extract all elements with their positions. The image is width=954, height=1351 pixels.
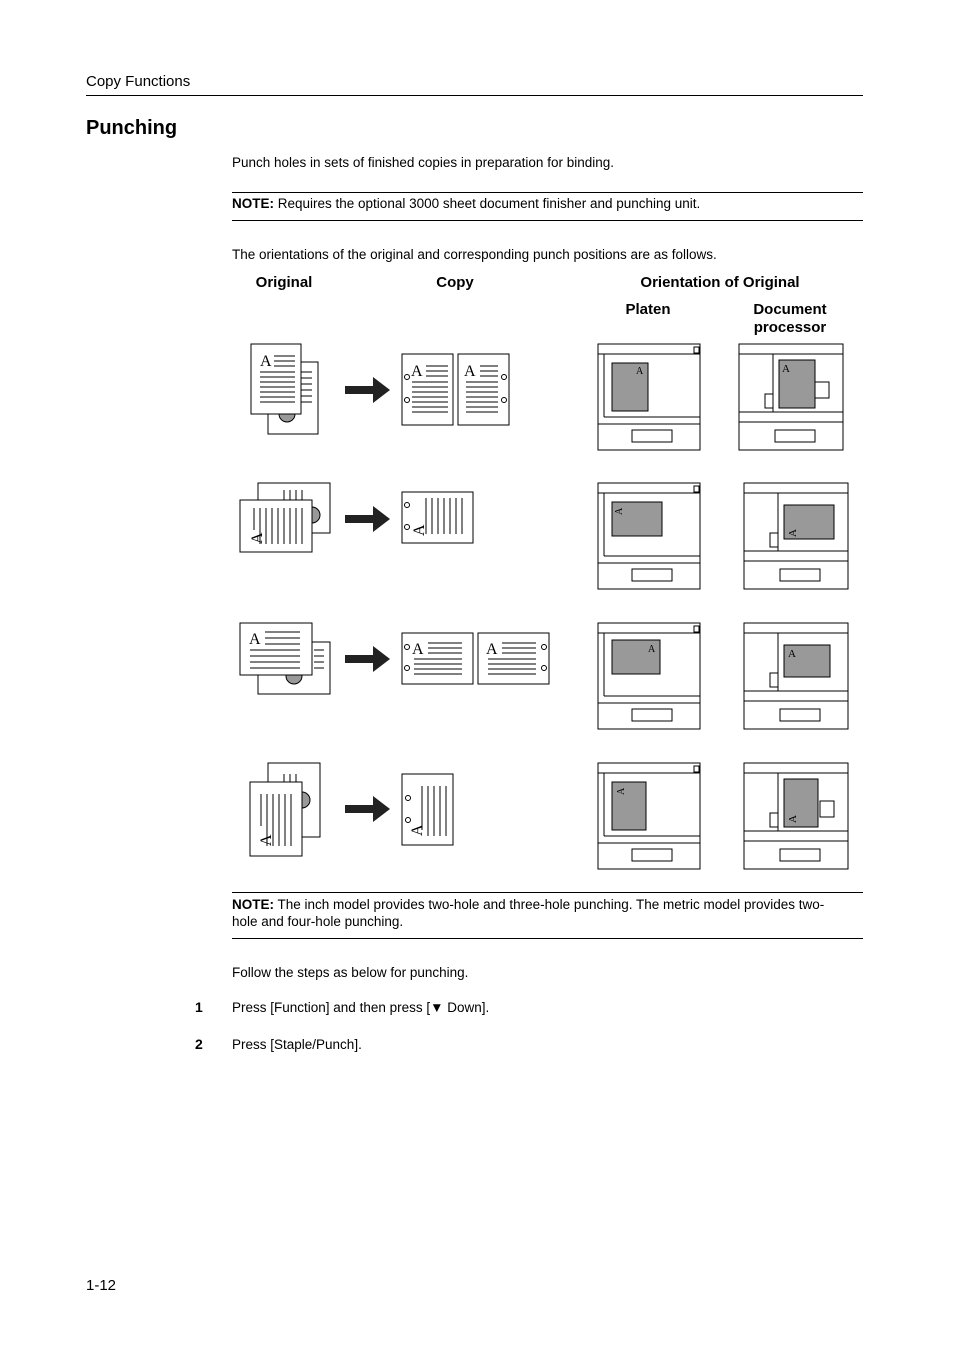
note1-label: NOTE: xyxy=(232,196,274,211)
letter-a: A xyxy=(412,641,424,658)
col-original: Original xyxy=(255,274,313,291)
step-number: 1 xyxy=(195,999,203,1015)
intro-text: Punch holes in sets of finished copies i… xyxy=(232,155,614,170)
letter-a: A xyxy=(648,644,656,655)
letter-a: A xyxy=(787,815,799,823)
letter-a: A xyxy=(249,532,266,544)
col-copy: Copy xyxy=(436,274,474,291)
note2-label: NOTE: xyxy=(232,897,274,912)
col-orientation: Orientation of Original xyxy=(640,274,800,291)
col-docproc-line2: processor xyxy=(753,319,827,336)
document-processor-placement-icon: A xyxy=(743,762,849,870)
note1-text: Requires the optional 3000 sheet documen… xyxy=(274,196,701,211)
letter-a: A xyxy=(636,366,644,377)
orientation-intro: The orientations of the original and cor… xyxy=(232,247,717,262)
letter-a: A xyxy=(614,507,625,515)
follow-text: Follow the steps as below for punching. xyxy=(232,965,469,980)
letter-a: A xyxy=(788,648,796,660)
document-processor-placement-icon: A xyxy=(738,343,844,451)
page-number: 1-12 xyxy=(86,1277,117,1294)
copy-landscape-rotated-icon: A xyxy=(401,491,474,544)
letter-a: A xyxy=(486,641,498,658)
col-platen: Platen xyxy=(625,301,671,318)
platen-placement-icon: A xyxy=(597,482,701,590)
letter-a: A xyxy=(782,363,790,375)
note2-top-rule xyxy=(232,892,863,893)
letter-a: A xyxy=(260,353,272,370)
letter-a: A xyxy=(411,363,423,380)
copy-portrait-pair-icon: A A xyxy=(401,353,510,426)
col-document-processor: Document processor xyxy=(730,301,850,337)
platen-placement-icon: A xyxy=(597,622,701,730)
arrow-right-icon xyxy=(345,377,390,403)
step-text: Press [Staple/Punch]. xyxy=(232,1037,362,1052)
note1-top-rule xyxy=(232,192,863,193)
note2: NOTE: The inch model provides two-hole a… xyxy=(232,896,847,930)
note2-text: The inch model provides two-hole and thr… xyxy=(232,897,825,929)
arrow-right-icon xyxy=(345,796,390,822)
page-title: Punching xyxy=(86,117,178,139)
note2-bottom-rule xyxy=(232,938,863,939)
letter-a: A xyxy=(787,529,799,537)
platen-placement-icon: A xyxy=(597,762,701,870)
copy-portrait-rotated-icon: A xyxy=(401,773,454,846)
document-processor-placement-icon: A xyxy=(743,482,849,590)
arrow-right-icon xyxy=(345,506,390,532)
letter-a: A xyxy=(616,787,627,795)
note1: NOTE: Requires the optional 3000 sheet d… xyxy=(232,195,863,212)
section-header: Copy Functions xyxy=(86,73,191,90)
letter-a: A xyxy=(249,631,261,648)
header-rule xyxy=(86,95,863,96)
letter-a: A xyxy=(258,834,275,846)
copy-landscape-pair-icon: A A xyxy=(401,632,550,685)
original-landscape-icon: A xyxy=(239,622,331,695)
platen-placement-icon: A xyxy=(597,343,701,451)
note1-bottom-rule xyxy=(232,220,863,221)
original-landscape-rotated-icon: A xyxy=(239,482,331,553)
letter-a: A xyxy=(409,824,426,836)
col-docproc-line1: Document xyxy=(753,301,827,318)
original-portrait-rotated-icon: A xyxy=(249,762,321,857)
step-number: 2 xyxy=(195,1036,203,1052)
step-text: Press [Function] and then press [▼ Down]… xyxy=(232,1000,490,1015)
arrow-right-icon xyxy=(345,646,390,672)
document-processor-placement-icon: A xyxy=(743,622,849,730)
letter-a: A xyxy=(464,363,476,380)
letter-a: A xyxy=(411,524,428,536)
original-portrait-icon: A xyxy=(250,343,319,435)
